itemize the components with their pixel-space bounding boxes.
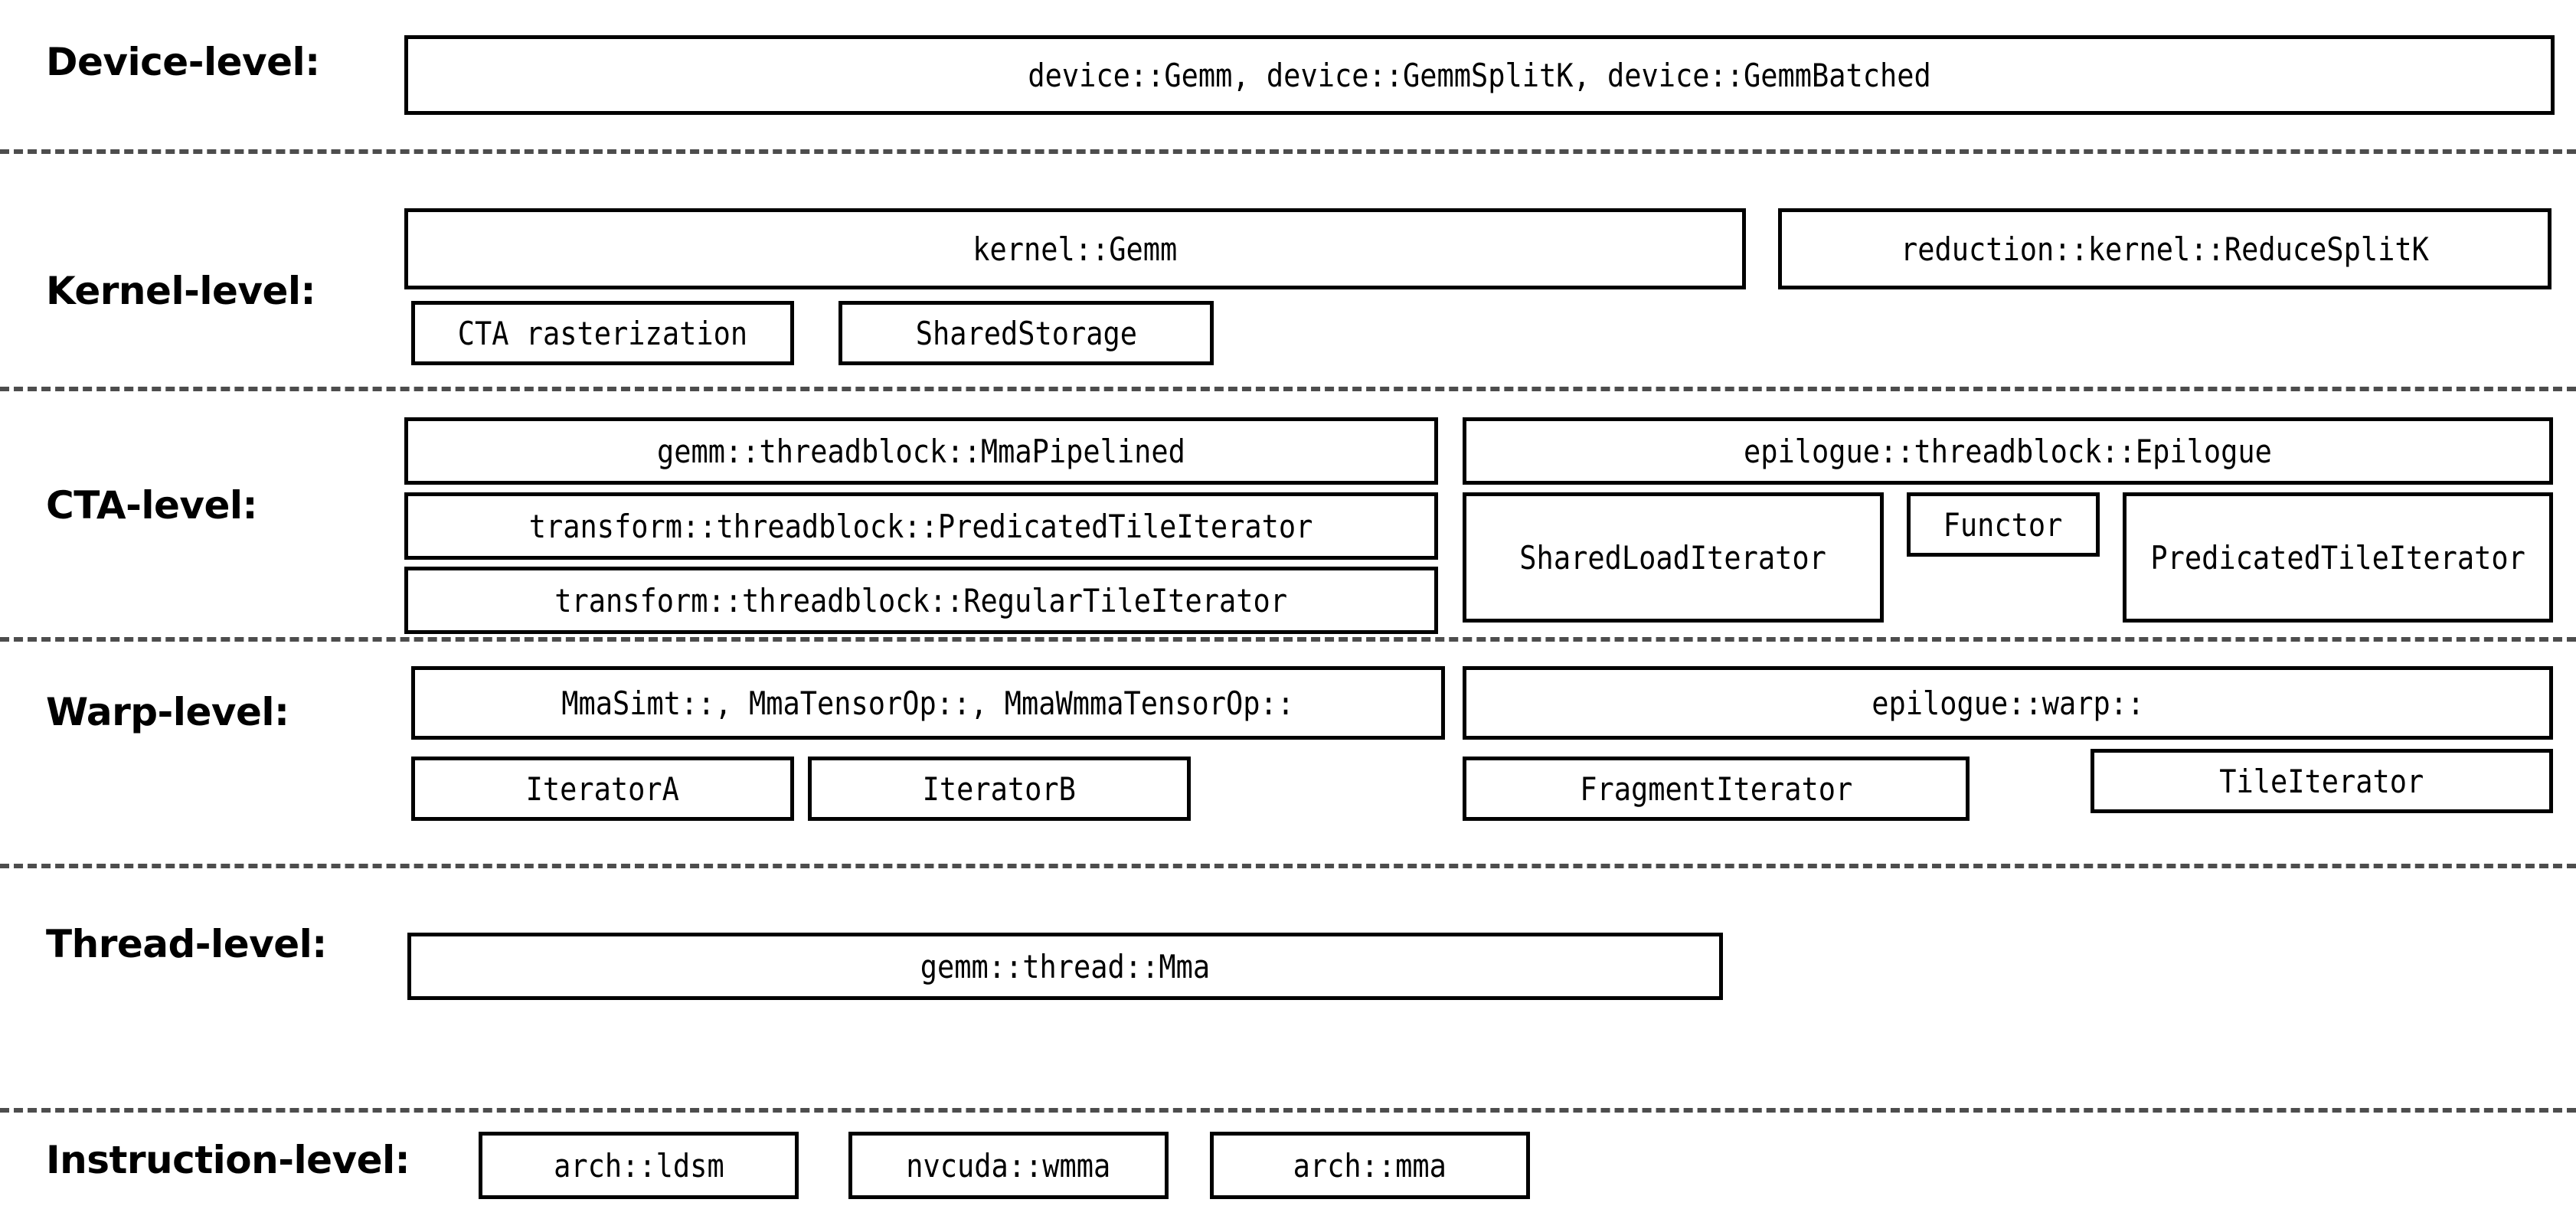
transform-threadblock-predicatedtileiterator-box-label: transform::threadblock::PredicatedTileIt… xyxy=(529,507,1313,545)
level-label-thread: Thread-level: xyxy=(46,922,327,966)
divider-device-kernel xyxy=(0,149,2576,154)
level-label-device: Device-level: xyxy=(46,40,320,84)
gemm-thread-mma-box[interactable]: gemm::thread::Mma xyxy=(407,933,1723,1000)
iterator-a-box-label: IteratorA xyxy=(525,770,680,808)
divider-thread-instruction xyxy=(0,1108,2576,1113)
gemm-threadblock-mmapipelined-box-label: gemm::threadblock::MmaPipelined xyxy=(657,432,1185,470)
cta-rasterization-box-label: CTA rasterization xyxy=(457,314,748,352)
shared-load-iterator-box[interactable]: SharedLoadIterator xyxy=(1463,492,1884,623)
arch-ldsm-box[interactable]: arch::ldsm xyxy=(479,1132,799,1199)
level-label-kernel: Kernel-level: xyxy=(46,269,316,313)
arch-mma-box[interactable]: arch::mma xyxy=(1210,1132,1530,1199)
transform-threadblock-regulartileiterator-box-label: transform::threadblock::RegularTileItera… xyxy=(554,581,1288,619)
tile-iterator-box[interactable]: TileIterator xyxy=(2091,749,2553,813)
level-label-warp: Warp-level: xyxy=(46,690,289,734)
epilogue-threadblock-epilogue-box-label: epilogue::threadblock::Epilogue xyxy=(1744,432,2272,470)
iterator-b-box[interactable]: IteratorB xyxy=(808,757,1191,821)
kernel-gemm-box[interactable]: kernel::Gemm xyxy=(404,208,1746,289)
divider-warp-thread xyxy=(0,864,2576,868)
divider-cta-warp xyxy=(0,637,2576,642)
arch-mma-box-label: arch::mma xyxy=(1293,1146,1447,1185)
nvcuda-wmma-box-label: nvcuda::wmma xyxy=(906,1146,1111,1185)
shared-load-iterator-box-label: SharedLoadIterator xyxy=(1519,538,1827,577)
divider-kernel-cta xyxy=(0,387,2576,391)
iterator-a-box[interactable]: IteratorA xyxy=(411,757,794,821)
functor-box-label: Functor xyxy=(1943,505,2063,544)
level-label-instruction: Instruction-level: xyxy=(46,1138,410,1182)
tile-iterator-box-label: TileIterator xyxy=(2219,762,2424,800)
level-label-cta: CTA-level: xyxy=(46,483,258,528)
cta-rasterization-box[interactable]: CTA rasterization xyxy=(411,301,794,365)
functor-box[interactable]: Functor xyxy=(1907,492,2100,557)
epilogue-warp-box[interactable]: epilogue::warp:: xyxy=(1463,666,2553,740)
gemm-thread-mma-box-label: gemm::thread::Mma xyxy=(920,947,1211,985)
epilogue-threadblock-epilogue-box[interactable]: epilogue::threadblock::Epilogue xyxy=(1463,417,2553,485)
mma-warp-ops-box[interactable]: MmaSimt::, MmaTensorOp::, MmaWmmaTensorO… xyxy=(411,666,1445,740)
mma-warp-ops-box-label: MmaSimt::, MmaTensorOp::, MmaWmmaTensorO… xyxy=(561,684,1295,722)
device-gemm-box-label: device::Gemm, device::GemmSplitK, device… xyxy=(1028,56,1931,94)
transform-threadblock-regulartileiterator-box[interactable]: transform::threadblock::RegularTileItera… xyxy=(404,567,1438,634)
fragment-iterator-box-label: FragmentIterator xyxy=(1579,770,1853,808)
fragment-iterator-box[interactable]: FragmentIterator xyxy=(1463,757,1970,821)
nvcuda-wmma-box[interactable]: nvcuda::wmma xyxy=(848,1132,1169,1199)
shared-storage-box-label: SharedStorage xyxy=(915,314,1137,352)
arch-ldsm-box-label: arch::ldsm xyxy=(553,1146,724,1185)
epilogue-warp-box-label: epilogue::warp:: xyxy=(1871,684,2145,722)
device-gemm-box[interactable]: device::Gemm, device::GemmSplitK, device… xyxy=(404,35,2555,115)
iterator-b-box-label: IteratorB xyxy=(922,770,1077,808)
reduction-reducesplitk-box-label: reduction::kernel::ReduceSplitK xyxy=(1901,230,2429,268)
transform-threadblock-predicatedtileiterator-box[interactable]: transform::threadblock::PredicatedTileIt… xyxy=(404,492,1438,560)
predicated-tile-iterator-box-label: PredicatedTileIterator xyxy=(2150,538,2525,577)
predicated-tile-iterator-box[interactable]: PredicatedTileIterator xyxy=(2123,492,2553,623)
kernel-gemm-box-label: kernel::Gemm xyxy=(973,230,1178,268)
gemm-threadblock-mmapipelined-box[interactable]: gemm::threadblock::MmaPipelined xyxy=(404,417,1438,485)
reduction-reducesplitk-box[interactable]: reduction::kernel::ReduceSplitK xyxy=(1778,208,2551,289)
shared-storage-box[interactable]: SharedStorage xyxy=(839,301,1214,365)
